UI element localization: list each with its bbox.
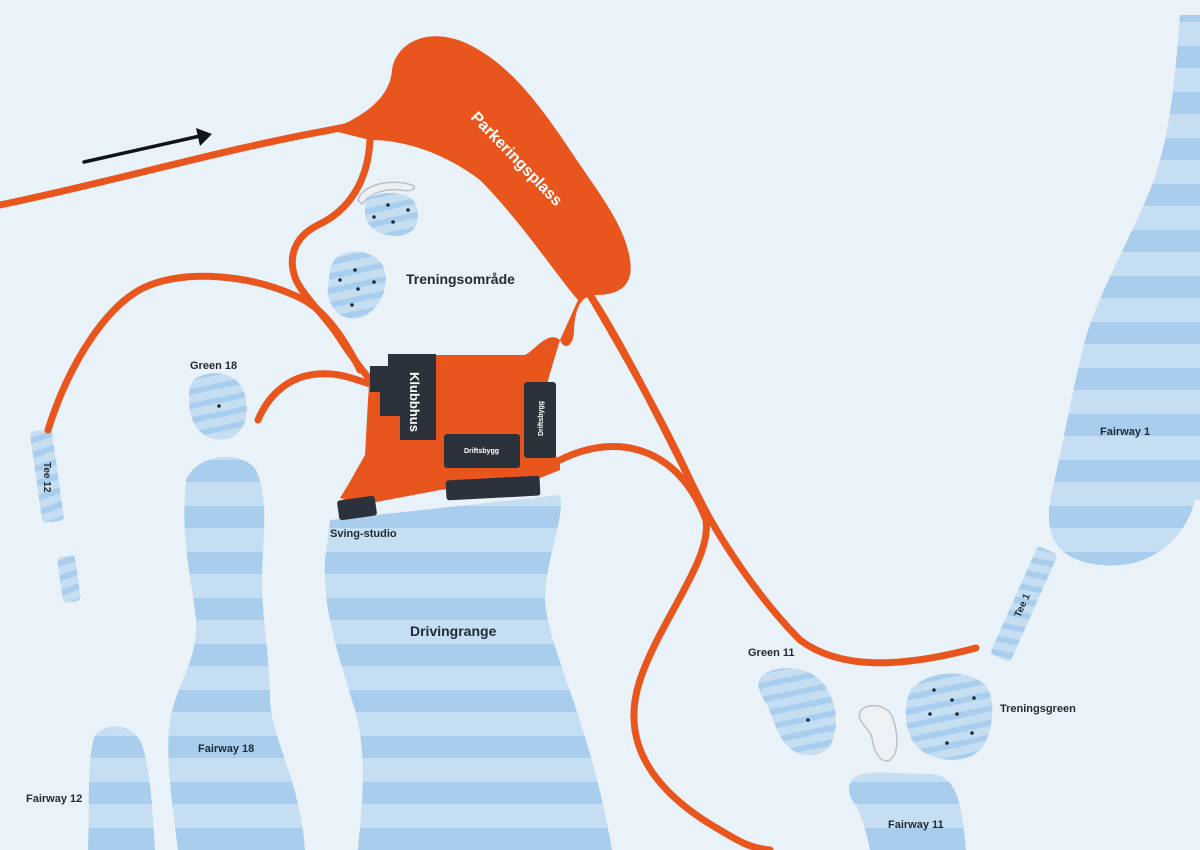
service-building-2 xyxy=(524,382,556,458)
driving-range xyxy=(324,495,612,850)
fairway-1-label: Fairway 1 xyxy=(1100,426,1150,438)
fairway-11-label: Fairway 11 xyxy=(888,819,944,831)
clubhouse-label: Klubbhus xyxy=(407,372,422,432)
green-11-label: Green 11 xyxy=(748,647,794,659)
fairway-18 xyxy=(168,456,305,850)
long-building xyxy=(445,475,541,501)
service-building-1 xyxy=(444,434,520,468)
fairway-1 xyxy=(1048,15,1200,566)
training-green-middle xyxy=(327,251,386,319)
training-green-top xyxy=(365,193,418,236)
arrow-right-icon xyxy=(82,128,212,164)
bunker-11 xyxy=(858,704,898,762)
buildings xyxy=(337,354,556,521)
service-building-1-label: Driftsbygg xyxy=(464,448,499,455)
training-area-label: Treningsområde xyxy=(406,271,515,287)
fairway-12 xyxy=(88,726,155,850)
pin-markers xyxy=(217,203,976,745)
tee-12-small xyxy=(57,555,81,603)
clubhouse-building xyxy=(370,354,436,440)
tee-12 xyxy=(30,429,64,523)
service-building-2-label: Driftsbygg xyxy=(538,401,545,436)
training-green-right xyxy=(905,673,993,760)
fairway-18-label: Fairway 18 xyxy=(198,743,254,755)
tee-1 xyxy=(991,546,1057,662)
green-18-label: Green 18 xyxy=(190,360,237,372)
tee-12-label: Tee 12 xyxy=(41,462,52,493)
green-11 xyxy=(758,668,836,756)
swing-studio-building xyxy=(337,495,377,521)
fairway-11 xyxy=(849,772,966,850)
swing-studio-label: Sving-studio xyxy=(330,528,397,540)
bunker-top xyxy=(357,181,416,206)
training-green-label: Treningsgreen xyxy=(1000,703,1076,715)
driving-range-label: Drivingrange xyxy=(410,623,497,639)
fairway-12-label: Fairway 12 xyxy=(26,793,82,805)
